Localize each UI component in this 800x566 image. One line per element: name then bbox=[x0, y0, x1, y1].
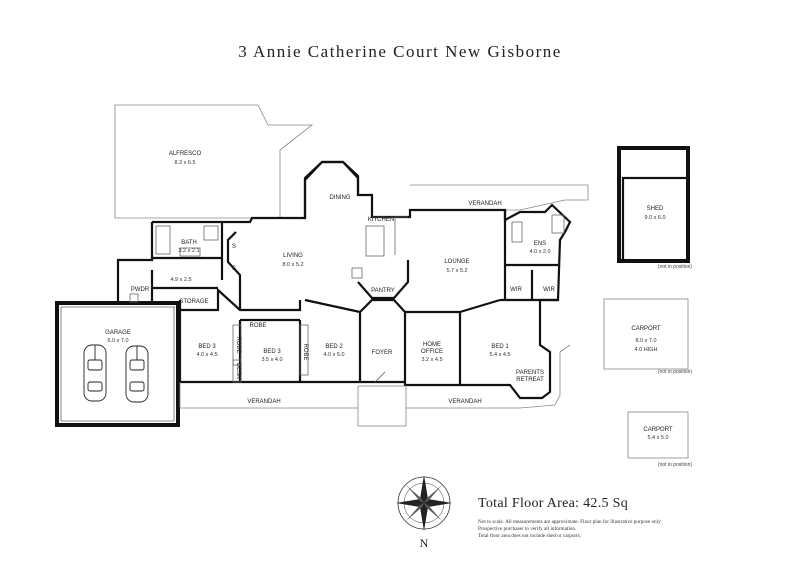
kitchen-wall bbox=[357, 260, 410, 300]
room-label: WIR bbox=[510, 287, 522, 293]
hall-wall bbox=[226, 231, 242, 310]
position-note: (not in position) bbox=[658, 264, 693, 270]
room-label: DESK bbox=[235, 363, 241, 379]
room-dimensions: 3.2 x 2.1 bbox=[178, 248, 199, 254]
cooktop bbox=[351, 267, 363, 279]
room-label: ROBE bbox=[249, 323, 266, 329]
car-icon bbox=[125, 345, 149, 403]
room-label: BED 1 bbox=[491, 344, 509, 350]
room-label: WIR bbox=[543, 287, 555, 293]
room-label: CARPORT bbox=[631, 326, 661, 332]
room-label: OFFICE bbox=[421, 349, 443, 355]
robe-b-outline bbox=[299, 324, 309, 376]
room-dimensions: 8.0 x 5.2 bbox=[282, 262, 303, 268]
disclaimer-line: Total floor area does not include shed o… bbox=[478, 533, 581, 539]
garage-wall bbox=[55, 301, 180, 427]
room-label: GARAGE bbox=[105, 330, 131, 336]
ens-shower bbox=[551, 214, 565, 234]
room-label: RETREAT bbox=[516, 377, 544, 383]
room-label: PANTRY bbox=[371, 288, 395, 294]
ens-vanity bbox=[511, 221, 523, 243]
room-label: BED 3 bbox=[198, 344, 216, 350]
robe-a-outline bbox=[232, 324, 242, 366]
room-dimensions: 8.0 x 7.0 bbox=[635, 338, 656, 344]
room-label: PARENTS bbox=[516, 370, 544, 376]
room-dimensions: 4.0 HIGH bbox=[635, 347, 658, 353]
room-label: ROBE bbox=[302, 343, 308, 360]
room-dimensions: 4.0 x 5.0 bbox=[323, 352, 344, 358]
compass-north-label: N bbox=[420, 536, 429, 550]
compass-icon bbox=[396, 475, 452, 531]
room-label: BATH bbox=[181, 240, 197, 246]
shed-wall bbox=[617, 146, 690, 263]
bath-wall bbox=[116, 222, 154, 303]
bed1-top-wall bbox=[459, 298, 501, 314]
room-label: FOYER bbox=[372, 350, 393, 356]
room-dimensions: 5.7 x 5.2 bbox=[446, 268, 467, 274]
bathtub bbox=[155, 225, 171, 255]
room-label: ENS bbox=[534, 241, 546, 247]
room-label: BED 2 bbox=[325, 344, 343, 350]
room-dimensions: 5.4 x 5.0 bbox=[647, 435, 668, 441]
room-label: PWDR bbox=[131, 287, 150, 293]
room-dimensions: 4.9 x 2.5 bbox=[170, 277, 191, 283]
alfresco-outline bbox=[114, 104, 314, 219]
room-label: S bbox=[232, 244, 236, 250]
room-dimensions: 4.0 x 4.5 bbox=[196, 352, 217, 358]
room-label: DINING bbox=[330, 195, 351, 201]
room-label: ROBE bbox=[235, 336, 241, 353]
foyer-wall bbox=[359, 298, 407, 382]
shower bbox=[203, 225, 219, 241]
room-label: ALFRESCO bbox=[169, 151, 202, 157]
page-title: 3 Annie Catherine Court New Gisborne bbox=[238, 42, 562, 61]
room-label: VERANDAH bbox=[247, 399, 280, 405]
room-dimensions: 4.0 x 2.0 bbox=[529, 249, 550, 255]
dining-bay-wall bbox=[303, 160, 360, 218]
room-label: HOME bbox=[423, 342, 441, 348]
room-label: VERANDAH bbox=[448, 399, 481, 405]
kitchen-island bbox=[365, 225, 385, 257]
room-dimensions: 3.5 x 4.0 bbox=[261, 357, 282, 363]
room-dimensions: 3.2 x 4.5 bbox=[421, 357, 442, 363]
total-floor-area: Total Floor Area: 42.5 Sq bbox=[478, 496, 629, 511]
carport1-outline bbox=[603, 298, 689, 370]
shed-inner bbox=[621, 176, 690, 263]
room-label: VERANDAH bbox=[468, 201, 501, 207]
vanity bbox=[179, 247, 201, 257]
room-label: STORAGE bbox=[179, 299, 208, 305]
room-dimensions: 5.4 x 4.5 bbox=[489, 352, 510, 358]
foyer-porch bbox=[357, 385, 407, 427]
room-label: KITCHEN bbox=[368, 217, 394, 223]
bed2-top-wall bbox=[304, 298, 361, 314]
toilet bbox=[129, 293, 139, 303]
position-note: (not in position) bbox=[658, 369, 693, 375]
foyer-door bbox=[374, 371, 386, 383]
room-label: S bbox=[232, 266, 236, 272]
front-verandah-outline bbox=[179, 344, 571, 409]
room-dimensions: 8.3 x 6.5 bbox=[174, 160, 195, 166]
room-dimensions: 6.0 x 7.0 bbox=[107, 338, 128, 344]
desk-outline bbox=[232, 359, 242, 383]
car-icon bbox=[83, 344, 107, 402]
room-label: BED 3 bbox=[263, 349, 281, 355]
storage-wall bbox=[178, 287, 302, 312]
disclaimer: Not to scale. All measurements are appro… bbox=[478, 519, 738, 540]
room-label: SHED bbox=[647, 206, 664, 212]
disclaimer-line: Prospective purchaser to verify all info… bbox=[478, 526, 577, 532]
disclaimer-line: Not to scale. All measurements are appro… bbox=[478, 519, 662, 525]
room-label: LIVING bbox=[283, 253, 303, 259]
room-label: CARPORT bbox=[643, 427, 673, 433]
carport2-outline bbox=[627, 411, 689, 459]
position-note: (not in position) bbox=[658, 462, 693, 468]
room-dimensions: 9.0 x 6.0 bbox=[644, 215, 665, 221]
room-label: LOUNGE bbox=[444, 259, 469, 265]
